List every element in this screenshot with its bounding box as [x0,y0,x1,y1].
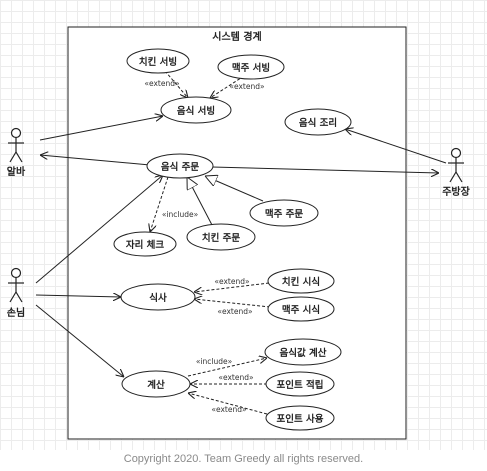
usecase-beer-eat [267,296,335,322]
usecase-chicken-serving [126,48,190,74]
actor-alba-label: 알바 [7,165,26,178]
generalization-beer-order [205,176,264,202]
assoc-food-order-chef [211,166,439,173]
usecase-food-serving-label: 음식 서빙 [177,105,215,117]
actor-guest-label: 손님 [7,306,25,319]
usecase-chicken-eat-label: 치킨 시식 [282,276,320,288]
usecase-food-serving [160,96,232,124]
usecase-point-earn [265,371,335,397]
copyright-footer: Copyright 2020. Team Greedy all rights r… [123,453,364,465]
usecase-chicken-serving-label: 치킨 서빙 [139,56,177,68]
usecase-beer-serving [217,54,285,80]
stereotype-label: «extend» [217,307,253,316]
usecase-food-order [146,153,214,179]
extend-point-use [188,393,268,415]
actor-guest [8,267,24,303]
boundary-title: 시스템 경계 [212,30,261,43]
extend-beer-serving [210,75,245,98]
usecase-seat-check-label: 자리 체크 [126,239,165,251]
usecase-cooking-label: 음식 조리 [299,117,337,129]
include-price-calc [187,358,267,377]
usecase-chicken-order [186,223,256,251]
usecase-beer-order-label: 맥주 주문 [265,208,304,220]
actor-chef [448,147,464,183]
assoc-food-order-alba [40,155,151,166]
usecase-point-use [265,405,335,431]
assoc-alba-food-serving [39,116,163,141]
usecase-beer-order [249,199,319,227]
usecase-payment-label: 계산 [147,379,165,391]
usecase-price-calc [264,338,342,366]
actor-alba [8,127,24,163]
usecase-point-use-label: 포인트 사용 [276,413,323,425]
stereotype-label: «extend» [211,405,247,414]
usecase-meal-label: 식사 [149,292,167,304]
assoc-chef-cooking [345,129,447,164]
stereotype-label: «extend» [144,79,180,88]
usecase-point-earn-label: 포인트 적립 [276,379,323,391]
assoc-guest-food-order [35,175,163,284]
extend-chicken-serving [164,70,188,98]
assoc-guest-meal [35,295,121,297]
usecase-chicken-order-label: 치킨 주문 [202,232,241,244]
use-case-diagram: 시스템 경계 알바 주방장 손님 [7,26,471,440]
usecase-meal [120,283,196,311]
actor-chef-label: 주방장 [442,185,470,198]
stereotype-label: «extend» [229,82,265,91]
extend-beer-eat [194,299,271,308]
stereotype-label: «include» [162,210,199,219]
usecase-beer-serving-label: 맥주 서빙 [232,62,270,74]
usecase-beer-eat-label: 맥주 시식 [282,304,320,316]
stereotype-label: «extend» [218,373,254,382]
usecase-chicken-eat [267,268,335,294]
extend-chicken-eat [194,282,270,292]
usecase-price-calc-label: 음식값 계산 [279,347,326,359]
stereotype-label: «include» [196,357,233,366]
usecase-seat-check [113,231,177,257]
usecase-food-order-label: 음식 주문 [161,161,200,173]
usecase-payment [121,370,191,398]
assoc-guest-payment [35,304,124,377]
usecase-cooking [284,108,352,136]
generalization-chicken-order [187,177,213,226]
stereotype-label: «extend» [214,277,250,286]
